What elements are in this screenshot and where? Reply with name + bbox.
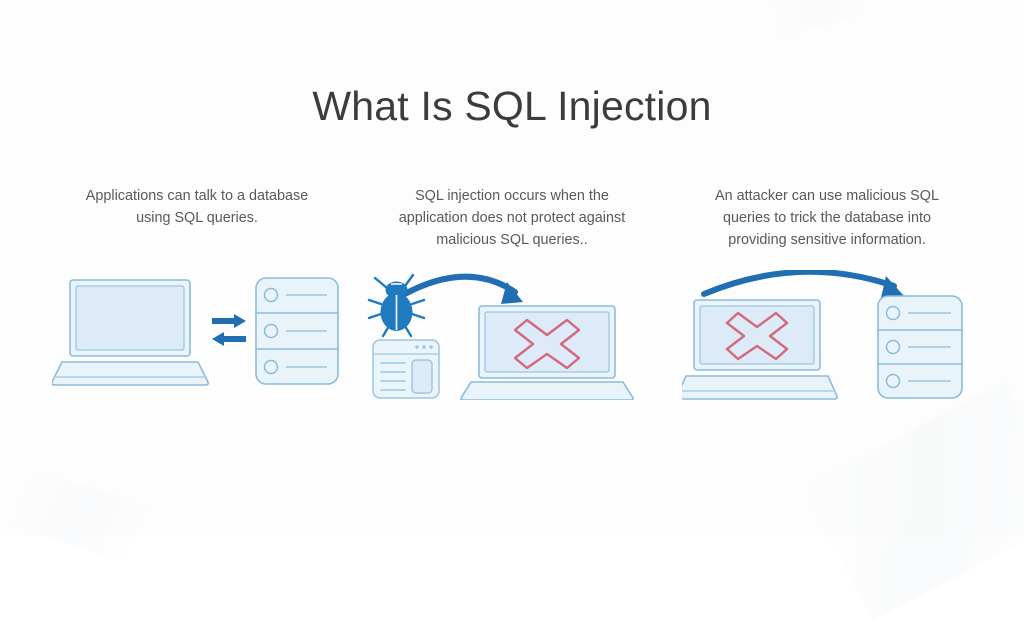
panel-applications-talk-to-database: Applications can talk to a database usin… <box>52 186 342 400</box>
laptop-with-error-icon <box>460 305 634 400</box>
curved-arrow-icon <box>400 273 523 304</box>
browser-window-icon <box>372 339 440 399</box>
panel-caption: An attacker can use malicious SQL querie… <box>715 188 939 248</box>
arrow-right-icon <box>212 314 246 328</box>
database-stack-icon <box>255 277 339 385</box>
page-title: What Is SQL Injection <box>312 83 712 130</box>
panel-caption: SQL injection occurs when the applicatio… <box>398 188 626 248</box>
curved-arrow-icon <box>701 270 904 298</box>
laptop-icon <box>52 279 209 386</box>
watermark-top-right <box>770 0 868 37</box>
laptop-with-error-icon <box>682 299 838 400</box>
x-cross-icon <box>513 318 581 370</box>
panel-caption: Applications can talk to a database usin… <box>85 188 309 226</box>
watermark-bottom-left <box>13 468 147 564</box>
illustration-laptop-error-arrow-database <box>682 270 972 400</box>
watermark-bottom-right <box>802 380 1024 621</box>
panel-attacker-tricks-database: An attacker can use malicious SQL querie… <box>682 186 972 400</box>
database-stack-icon <box>877 295 963 399</box>
arrow-left-icon <box>212 332 246 346</box>
panel-row: Applications can talk to a database usin… <box>52 186 972 400</box>
illustration-bug-browser-laptop-error <box>367 270 657 400</box>
x-cross-icon <box>725 311 789 361</box>
illustration-laptop-arrows-database <box>52 270 342 400</box>
panel-sql-injection-occurs: SQL injection occurs when the applicatio… <box>367 186 657 400</box>
bug-icon <box>367 273 426 338</box>
